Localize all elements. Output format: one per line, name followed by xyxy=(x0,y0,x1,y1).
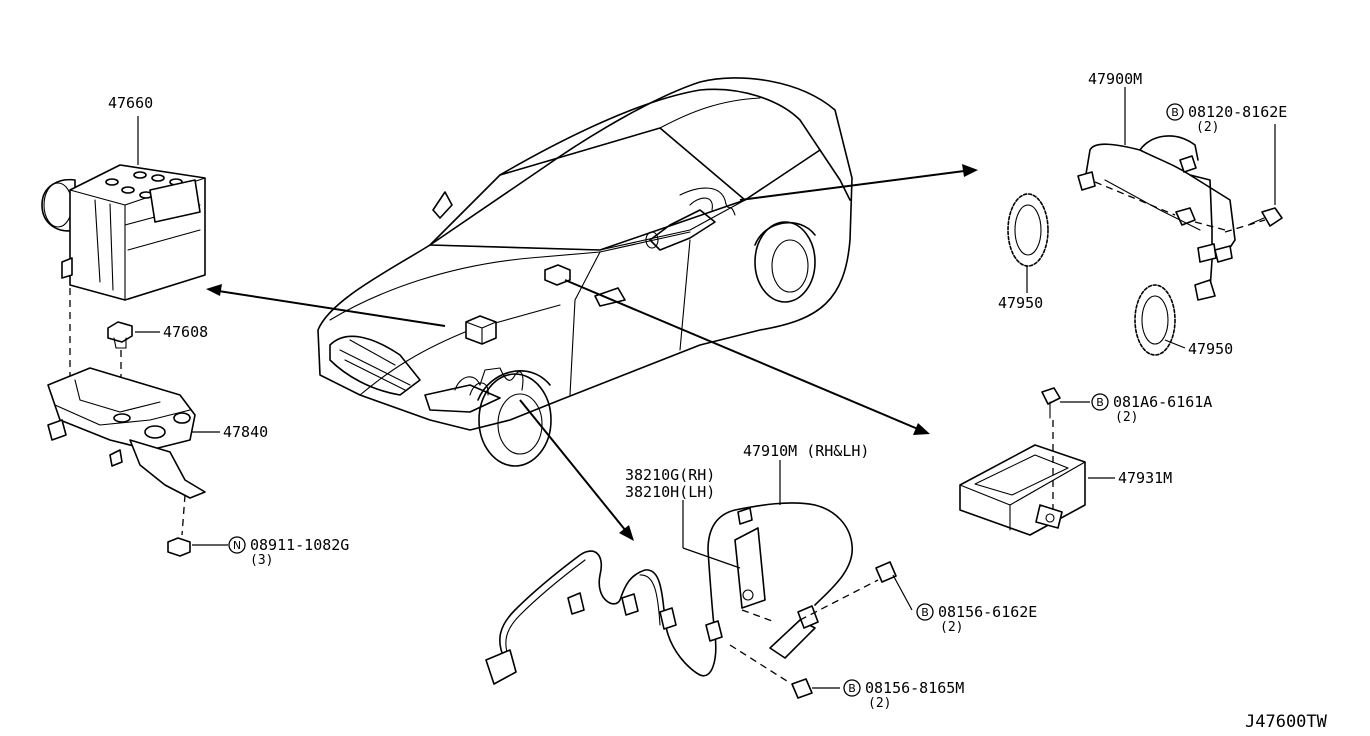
front-harness-illustration xyxy=(485,502,853,685)
abs-actuator-illustration xyxy=(41,164,206,301)
front-bolt-b-prefix-circle xyxy=(843,679,861,697)
label-front-sensor-lh: 38210H(LH) xyxy=(625,483,715,501)
label-rear-bolt-qty: (2) xyxy=(1196,120,1219,135)
label-front-bolt-a: 08156-6162E xyxy=(938,603,1037,621)
bracket-illustration xyxy=(47,367,206,499)
label-front-sensor-rh: 38210G(RH) xyxy=(625,466,715,484)
rear-bolt-prefix: B xyxy=(1171,106,1179,119)
arrows xyxy=(206,164,978,541)
label-front-bolt-b-qty: (2) xyxy=(868,696,891,711)
rotor-illustration-b xyxy=(1134,284,1176,356)
rear-bolt-prefix-circle xyxy=(1166,103,1184,121)
nut-illustration xyxy=(167,537,191,557)
label-front-harness: 47910M (RH&LH) xyxy=(743,442,869,460)
yaw-bolt-prefix: B xyxy=(1096,396,1104,409)
label-rotor-b: 47950 xyxy=(1188,340,1233,358)
nut-prefix-circle xyxy=(228,536,246,554)
rotor-illustration-a xyxy=(1007,193,1049,267)
yaw-bolt-prefix-circle xyxy=(1091,393,1109,411)
label-nut: 08911-1082G xyxy=(250,536,349,554)
label-grommet: 47608 xyxy=(163,323,208,341)
label-bracket: 47840 xyxy=(223,423,268,441)
label-yaw-bolt-qty: (2) xyxy=(1115,410,1138,425)
label-front-bolt-b: 08156-8165M xyxy=(865,679,964,697)
grommet-illustration xyxy=(107,321,133,349)
front-bolt-a-prefix-circle xyxy=(916,603,934,621)
label-yaw-sensor: 47931M xyxy=(1118,469,1172,487)
front-bolt-a-illustration xyxy=(875,561,897,583)
label-rotor-a: 47950 xyxy=(998,294,1043,312)
yaw-sensor-illustration xyxy=(959,444,1086,536)
label-front-bolt-a-qty: (2) xyxy=(940,620,963,635)
diagram-code: J47600TW xyxy=(1245,712,1328,732)
label-rear-bolt: 08120-8162E xyxy=(1188,103,1287,121)
label-nut-qty: (3) xyxy=(250,553,273,568)
rear-bolt-illustration xyxy=(1249,207,1283,227)
front-bolt-b-prefix: B xyxy=(848,682,856,695)
front-bolt-b-illustration xyxy=(791,678,813,699)
front-bolt-a-prefix: B xyxy=(921,606,929,619)
label-abs-actuator: 47660 xyxy=(108,94,153,112)
nut-prefix: N xyxy=(233,539,241,552)
rear-harness-illustration xyxy=(1077,135,1236,301)
label-yaw-bolt: 081A6-6161A xyxy=(1113,393,1212,411)
car-body-illustration xyxy=(317,77,853,467)
label-rear-harness: 47900M xyxy=(1088,70,1142,88)
yaw-bolt-illustration xyxy=(1041,387,1061,419)
